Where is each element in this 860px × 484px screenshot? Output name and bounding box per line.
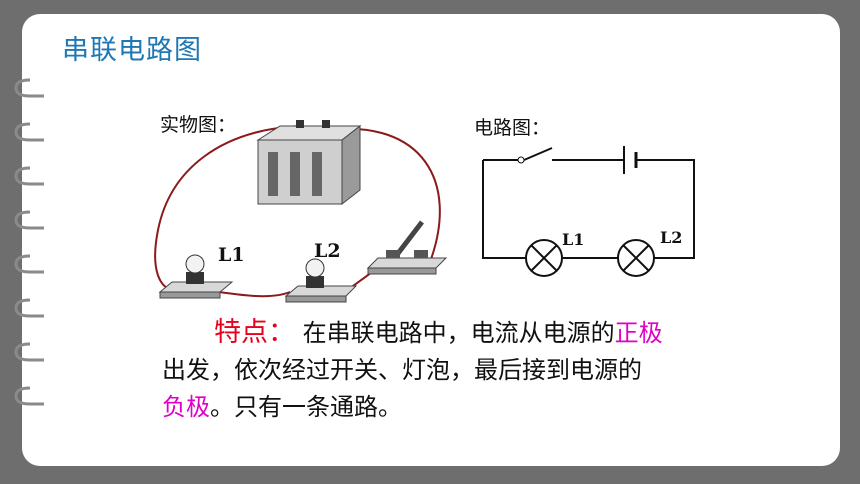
- battery-icon: [256, 120, 362, 206]
- highlight-positive: 正极: [614, 319, 663, 347]
- lamp1-icon: [158, 254, 234, 299]
- ring-icon: [14, 78, 44, 98]
- page-title: 串联电路图: [62, 35, 202, 66]
- switch-blade: [523, 147, 553, 161]
- lamp1-symbol-icon: [525, 239, 563, 277]
- feature-paragraph: 特点： 在串联电路中，电流从电源的正极 出发，依次经过开关、灯泡，最后接到电源的…: [162, 314, 802, 426]
- paragraph-text: 。只有一条通路。: [210, 393, 402, 421]
- paragraph-text: 出发，依次经过开关、灯泡，最后接到电源的: [162, 356, 642, 384]
- knife-switch-icon: [366, 220, 448, 275]
- paragraph-text: 在串联电路中，电流从电源的: [295, 319, 615, 347]
- lamp1-label: L1: [562, 230, 585, 249]
- ring-icon: [14, 254, 44, 274]
- ring-icon: [14, 166, 44, 186]
- feature-key: 特点：: [214, 317, 295, 348]
- ring-icon: [14, 122, 44, 142]
- photo-lamp1-label: L1: [218, 244, 245, 266]
- lamp2-label: L2: [660, 228, 683, 247]
- lamp2-symbol-icon: [617, 239, 655, 277]
- ring-icon: [14, 298, 44, 318]
- photo-lamp2-label: L2: [314, 240, 341, 262]
- highlight-negative: 负极: [162, 393, 210, 421]
- ring-icon: [14, 342, 44, 362]
- lamp2-icon: [284, 258, 358, 303]
- schematic-wire: [482, 159, 695, 259]
- diagram-label: 电路图：: [474, 117, 551, 139]
- ring-icon: [14, 386, 44, 406]
- ring-icon: [14, 210, 44, 230]
- photo-label: 实物图：: [160, 114, 237, 136]
- wire: [154, 125, 441, 298]
- slide-card: [22, 14, 840, 466]
